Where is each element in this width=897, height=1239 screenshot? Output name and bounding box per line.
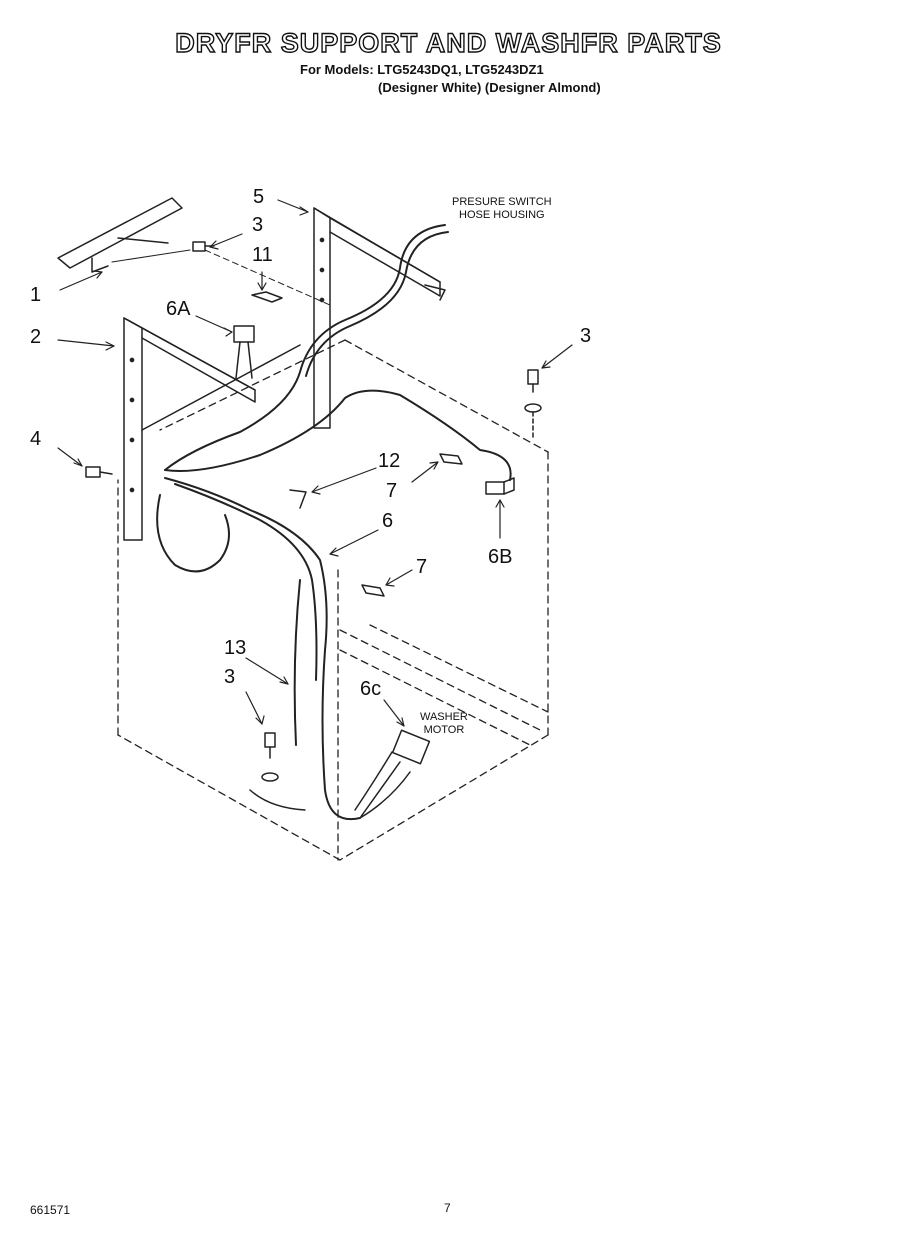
leader-1-bracket-screw	[111, 249, 191, 263]
page-title: DRYFR SUPPORT AND WASHFR PARTS	[175, 27, 722, 58]
page-number: 7	[444, 1201, 451, 1215]
finish-line: (Designer White) (Designer Almond)	[378, 80, 601, 95]
callout-7-lower: 7	[416, 556, 428, 578]
part-3-screw-right	[524, 369, 542, 441]
part-13-hose	[293, 579, 301, 746]
washer-motor-note: WASHER MOTOR	[420, 711, 468, 737]
callout-2: 2	[30, 326, 42, 348]
callout-1: 1	[30, 284, 42, 306]
pressure-switch-line-2: HOSE HOUSING	[459, 209, 545, 221]
part-1-bracket	[57, 197, 183, 273]
callout-3-bottom: 3	[224, 666, 236, 688]
part-12-clip	[289, 489, 307, 509]
part-6-wire-harness	[156, 224, 512, 821]
part-6b-connector	[485, 477, 515, 495]
document-number: 661571	[30, 1203, 71, 1217]
callout-3-top: 3	[252, 214, 264, 236]
callout-6b: 6B	[488, 546, 513, 568]
part-6a-connector	[233, 325, 255, 379]
callout-4: 4	[30, 428, 42, 450]
ground-wire	[249, 789, 306, 811]
part-7-clip-upper	[439, 453, 463, 465]
part-4-screw	[85, 466, 113, 478]
callout-11: 11	[252, 244, 273, 266]
leader-arrows	[57, 199, 573, 727]
part-5-right-support	[313, 207, 446, 429]
callout-6: 6	[382, 510, 394, 532]
part-3-screw-bottom	[261, 732, 279, 782]
callout-6c: 6c	[360, 678, 382, 700]
callout-12: 12	[378, 450, 401, 472]
part-11-clip	[251, 291, 283, 303]
callout-7-upper: 7	[386, 480, 398, 502]
callout-13: 13	[224, 637, 247, 659]
pressure-switch-line-1: PRESURE SWITCH	[452, 196, 552, 208]
callout-5: 5	[253, 186, 265, 208]
callout-3-right: 3	[580, 325, 592, 347]
pressure-switch-note: PRESURE SWITCH HOSE HOUSING	[452, 196, 552, 222]
washer-motor-line-2: MOTOR	[423, 724, 465, 736]
leader-screw-dashed	[204, 249, 331, 306]
callout-6a: 6A	[166, 298, 191, 320]
part-2-left-support	[123, 317, 301, 541]
models-line: For Models: LTG5243DQ1, LTG5243DZ1	[300, 62, 544, 77]
part-7-clip-lower	[361, 584, 385, 597]
part-6c-connector	[354, 729, 431, 819]
washer-motor-line-1: WASHER	[420, 711, 468, 723]
washer-cabinet-outline	[117, 339, 549, 861]
